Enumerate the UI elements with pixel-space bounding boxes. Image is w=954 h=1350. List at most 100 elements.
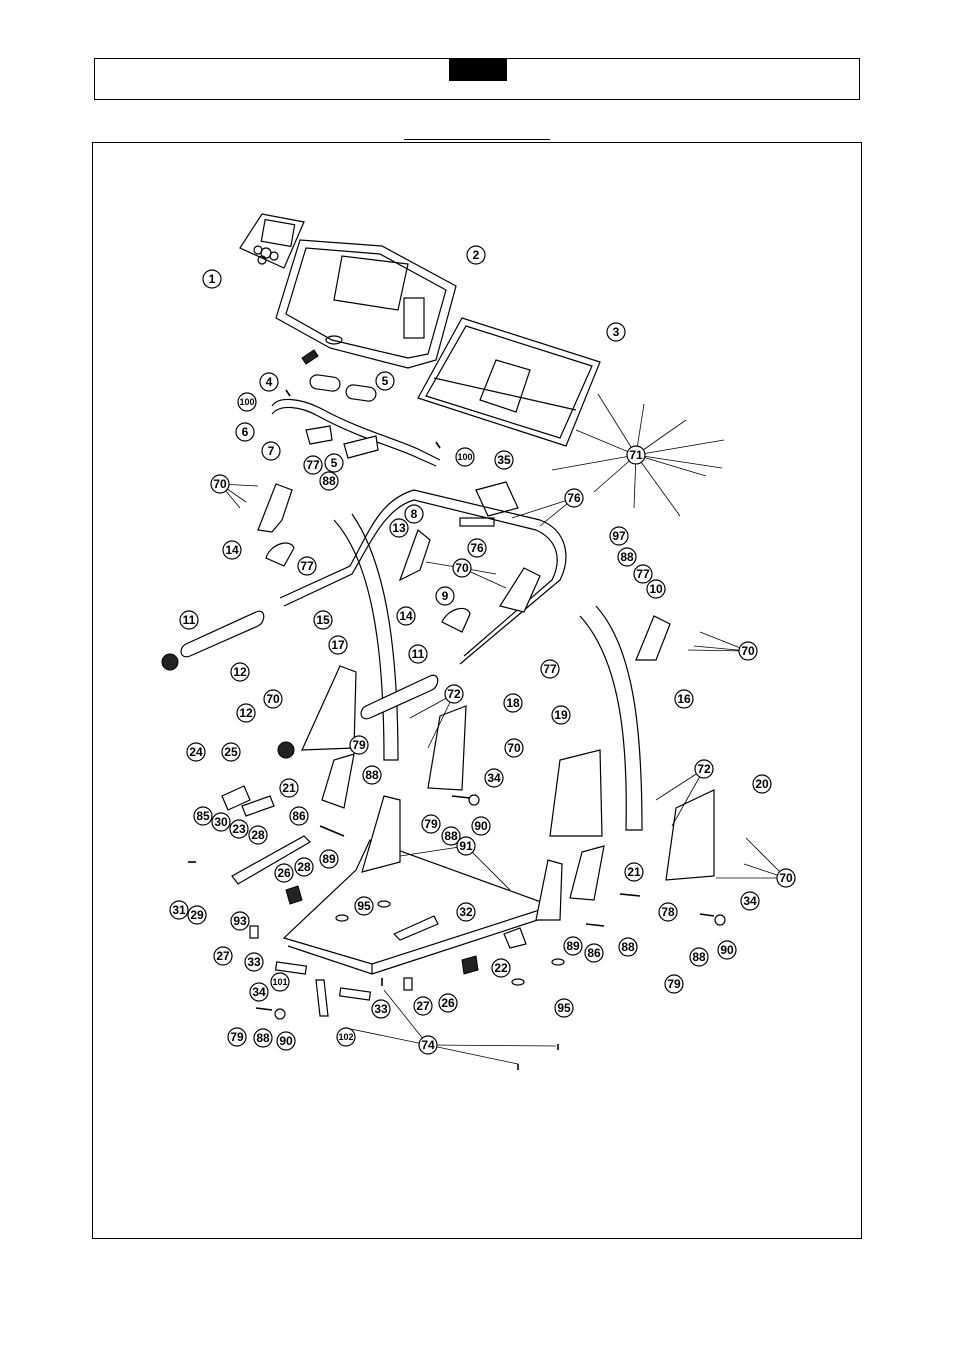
callout-c70a: 70 bbox=[211, 475, 229, 493]
callout-c21b: 21 bbox=[625, 863, 643, 881]
callout-number: 27 bbox=[216, 949, 230, 963]
callout-number: 15 bbox=[316, 613, 330, 627]
part-side-cover-17 bbox=[302, 666, 356, 750]
callout-number: 26 bbox=[441, 996, 455, 1010]
callout-c77a: 77 bbox=[304, 456, 322, 474]
callout-number: 88 bbox=[621, 940, 635, 954]
callout-number: 33 bbox=[247, 955, 261, 969]
callout-c8: 8 bbox=[405, 505, 423, 523]
callout-c88e: 88 bbox=[619, 938, 637, 956]
part-27-a bbox=[250, 926, 258, 938]
part-102 bbox=[316, 980, 328, 1016]
callout-c29: 29 bbox=[188, 906, 206, 924]
callout-number: 3 bbox=[613, 325, 620, 339]
callout-c12a: 12 bbox=[231, 663, 249, 681]
callout-number: 24 bbox=[189, 745, 203, 759]
part-wheel-34-b bbox=[715, 915, 725, 925]
callout-c17: 17 bbox=[329, 636, 347, 654]
callout-c76a: 76 bbox=[565, 489, 583, 507]
callout-c74: 74 bbox=[419, 1036, 437, 1054]
callout-c12b: 12 bbox=[237, 704, 255, 722]
part-pulse-plate-right bbox=[344, 436, 378, 458]
callout-number: 9 bbox=[442, 589, 449, 603]
callout-c88g: 88 bbox=[254, 1029, 272, 1047]
part-pad-33-a bbox=[276, 962, 307, 974]
callout-number: 6 bbox=[242, 425, 249, 439]
callout-number: 28 bbox=[297, 860, 311, 874]
callout-number: 76 bbox=[567, 491, 581, 505]
part-console-back-cover bbox=[418, 318, 600, 446]
callout-c86b: 86 bbox=[585, 944, 603, 962]
callout-number: 77 bbox=[300, 559, 314, 573]
callout-c77d: 77 bbox=[541, 660, 559, 678]
part-side-cover-18 bbox=[428, 706, 466, 790]
callout-c10: 10 bbox=[647, 580, 665, 598]
part-grip-upper-left bbox=[309, 374, 341, 392]
part-cap-14-right bbox=[442, 608, 470, 632]
callout-number: 88 bbox=[365, 768, 379, 782]
callout-number: 70 bbox=[741, 644, 755, 658]
callout-number: 76 bbox=[470, 541, 484, 555]
part-cover-8 bbox=[400, 530, 430, 580]
part-side-cover-20 bbox=[666, 790, 714, 880]
part-grip-11-right bbox=[361, 675, 438, 719]
callout-number: 26 bbox=[277, 866, 291, 880]
callout-c34c: 34 bbox=[250, 983, 268, 1001]
callout-c14b: 14 bbox=[397, 607, 415, 625]
callout-number: 14 bbox=[399, 609, 413, 623]
callout-number: 19 bbox=[554, 708, 568, 722]
callout-number: 31 bbox=[172, 903, 186, 917]
callout-number: 18 bbox=[506, 696, 520, 710]
callout-number: 86 bbox=[587, 946, 601, 960]
callout-number: 90 bbox=[279, 1034, 293, 1048]
callout-number: 30 bbox=[214, 815, 228, 829]
callout-c77b: 77 bbox=[298, 557, 316, 575]
callout-number: 12 bbox=[233, 665, 247, 679]
callout-number: 22 bbox=[494, 961, 508, 975]
callout-number: 27 bbox=[416, 999, 430, 1013]
callout-number: 28 bbox=[251, 828, 265, 842]
part-end-cap-left bbox=[162, 654, 178, 670]
callout-c97: 97 bbox=[610, 527, 628, 545]
callout-number: 11 bbox=[412, 647, 425, 661]
part-grip-upper-right bbox=[345, 384, 377, 402]
callout-c23: 23 bbox=[230, 820, 248, 838]
callout-c33a: 33 bbox=[245, 953, 263, 971]
callout-number: 70 bbox=[455, 561, 469, 575]
callout-c6: 6 bbox=[236, 423, 254, 441]
callout-number: 74 bbox=[421, 1038, 435, 1052]
callout-number: 70 bbox=[507, 741, 521, 755]
part-pad-33-b bbox=[340, 988, 371, 1000]
part-cover-10 bbox=[636, 616, 670, 660]
callout-number: 88 bbox=[322, 474, 336, 488]
part-26-a bbox=[286, 886, 302, 904]
part-wheel-34-c bbox=[275, 1009, 285, 1019]
callout-number: 5 bbox=[382, 374, 389, 388]
callout-number: 79 bbox=[667, 977, 681, 991]
callout-number: 23 bbox=[232, 822, 246, 836]
callout-c35: 35 bbox=[495, 451, 513, 469]
callout-c26b: 26 bbox=[439, 994, 457, 1012]
parts-drawing bbox=[162, 214, 786, 1070]
callout-c7: 7 bbox=[262, 442, 280, 460]
callout-number: 16 bbox=[677, 692, 691, 706]
part-32 bbox=[394, 916, 438, 940]
part-26-b bbox=[462, 956, 478, 974]
part-27-b bbox=[404, 978, 412, 990]
callout-number: 97 bbox=[612, 529, 626, 543]
callout-c2: 2 bbox=[467, 246, 485, 264]
callout-c22: 22 bbox=[492, 959, 510, 977]
callout-c70c: 70 bbox=[739, 642, 757, 660]
callout-number: 7 bbox=[268, 444, 275, 458]
callout-c88f: 88 bbox=[690, 948, 708, 966]
callout-number: 79 bbox=[424, 817, 438, 831]
callout-number: 93 bbox=[233, 914, 247, 928]
callout-c76b: 76 bbox=[468, 539, 486, 557]
callout-number: 17 bbox=[331, 638, 345, 652]
callout-number: 77 bbox=[306, 458, 320, 472]
part-washer-95-a bbox=[378, 901, 390, 907]
callout-number: 21 bbox=[282, 781, 296, 795]
part-cap-14-left bbox=[266, 543, 294, 566]
part-cover-7 bbox=[258, 484, 292, 532]
callout-c86a: 86 bbox=[290, 807, 308, 825]
